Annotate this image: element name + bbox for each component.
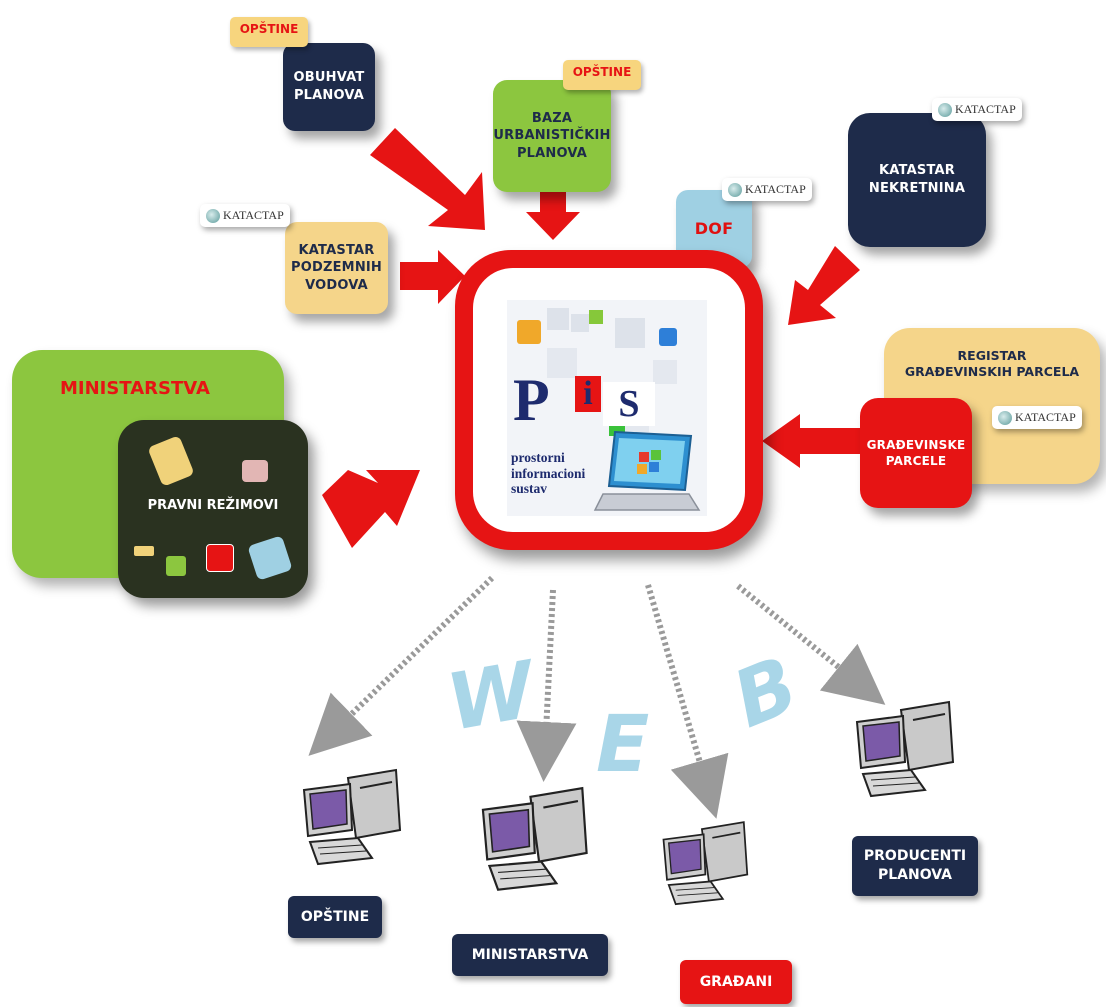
tile-grey-1 — [547, 308, 569, 330]
parcele-line1: GRAĐEVINSKE — [866, 437, 966, 452]
arrow-obuhvat — [370, 128, 485, 230]
tile-grey-3 — [615, 318, 645, 348]
computer-icon-producenti — [855, 700, 955, 798]
client-label-opstine: OPŠTINE — [288, 896, 382, 938]
pr-tile-yellow — [147, 435, 195, 487]
computer-icon-ministarstva — [481, 786, 588, 891]
registar-line1: REGISTAR — [957, 348, 1027, 363]
baza-line3: PLANOVA — [516, 145, 588, 161]
client-label-gradjani: GRAĐANI — [680, 960, 792, 1004]
baza-line1: BAZA — [531, 110, 573, 126]
obuhvat-line1: OBUHVAT — [293, 70, 365, 86]
producenti-line1: PRODUCENTI — [863, 848, 967, 865]
subtitle-line1: prostorni — [511, 450, 565, 465]
laptop-icon — [593, 430, 701, 511]
gradjevinske-parcele-box: GRAĐEVINSKE PARCELE — [860, 398, 972, 508]
globe-icon — [998, 410, 1012, 425]
web-letter-w: W — [440, 645, 542, 749]
arrow-baza — [526, 190, 580, 240]
tile-green-small — [589, 310, 603, 324]
registar-line2: GRAĐEVINSKIH PARCELA — [904, 364, 1080, 380]
pis-s-box: S — [603, 382, 655, 426]
client-label-producenti: PRODUCENTI PLANOVA — [852, 836, 978, 896]
podzemnih-line1: KATASTAR — [298, 242, 375, 258]
pis-center-frame: P i S prostorni informacioni sustav — [455, 250, 763, 550]
ministarstva-title: MINISTARSTVA — [60, 378, 210, 399]
katastar-logo-registar: KATACTAP — [992, 406, 1082, 429]
web-arrow-opstine — [308, 575, 495, 756]
katastar-text-nekretnina: KATACTAP — [955, 102, 1016, 116]
globe-icon — [728, 182, 742, 197]
pr-tile-green — [166, 556, 186, 576]
pis-subtitle: prostorni informacioni sustav — [511, 450, 585, 497]
globe-icon — [206, 208, 220, 223]
tile-grey-4 — [547, 348, 577, 378]
arrow-gradjevinske — [762, 414, 862, 468]
opstine-tag-baza: OPŠTINE — [563, 60, 641, 90]
pravni-rezimovi-box: PRAVNI REŽIMOVI — [118, 420, 308, 598]
tile-grey-2 — [571, 314, 589, 332]
katastar-nekretnina-box: KATASTAR NEKRETNINA — [848, 113, 986, 247]
obuhvat-line2: PLANOVA — [293, 88, 365, 103]
pr-tile-red — [206, 544, 234, 572]
pr-tile-lightblue — [247, 535, 293, 581]
pr-tile-cream — [134, 546, 154, 556]
computer-icon-gradjani — [662, 821, 749, 906]
tile-grey-5 — [653, 360, 677, 384]
baza-line2: URBANISTIČKIH — [493, 128, 611, 144]
pravni-rezimovi-label: PRAVNI REŽIMOVI — [147, 498, 279, 513]
katastar-logo-dof: KATACTAP — [722, 178, 812, 201]
parcele-line2: PARCELE — [885, 454, 947, 468]
katastar-logo-nekretnina: KATACTAP — [932, 98, 1022, 121]
arrow-ministarstva — [322, 470, 420, 548]
podzemnih-line2: PODZEMNIH — [291, 260, 383, 276]
pis-inner-panel: P i S prostorni informacioni sustav — [473, 268, 745, 532]
arrow-katastar-podzemnih — [400, 250, 465, 304]
podzemnih-line3: VODOVA — [305, 277, 368, 293]
pr-tile-pink — [242, 460, 268, 482]
globe-icon — [938, 102, 952, 117]
katastar-logo-podzemnih: KATACTAP — [200, 204, 290, 227]
pis-letter-p: P — [513, 367, 550, 433]
katastar-text-registar: KATACTAP — [1015, 410, 1076, 424]
subtitle-line3: sustav — [511, 481, 548, 497]
opstine-tag-obuhvat: OPŠTINE — [230, 17, 308, 47]
web-arrow-producenti — [736, 583, 886, 705]
nekretnina-line1: KATASTAR — [879, 163, 955, 179]
web-letter-e: E — [596, 700, 650, 790]
producenti-line2: PLANOVA — [878, 867, 952, 883]
registar-title: REGISTAR GRAĐEVINSKIH PARCELA — [884, 348, 1100, 381]
obuhvat-planova-box: OBUHVAT PLANOVA — [283, 43, 375, 131]
dof-label: DOF — [694, 219, 734, 239]
web-arrow-ministarstva — [516, 589, 577, 782]
subtitle-line2: informacioni — [511, 465, 586, 481]
client-label-ministarstva: MINISTARSTVA — [452, 934, 608, 976]
pis-i-box: i — [575, 375, 601, 412]
tile-blue — [659, 328, 677, 346]
web-arrow-gradjani — [645, 584, 729, 819]
nekretnina-line2: NEKRETNINA — [868, 181, 966, 196]
pis-letter-i: i — [583, 375, 593, 412]
arrow-katastar-nekretnina — [788, 246, 860, 325]
pis-logo-area: P i S prostorni informacioni sustav — [507, 300, 707, 516]
computer-icon-opstine — [302, 768, 402, 866]
pis-letter-s: S — [618, 383, 640, 425]
tile-orange — [517, 320, 541, 344]
katastar-text-podzemnih: KATACTAP — [223, 208, 284, 222]
katastar-text-dof: KATACTAP — [745, 182, 806, 196]
